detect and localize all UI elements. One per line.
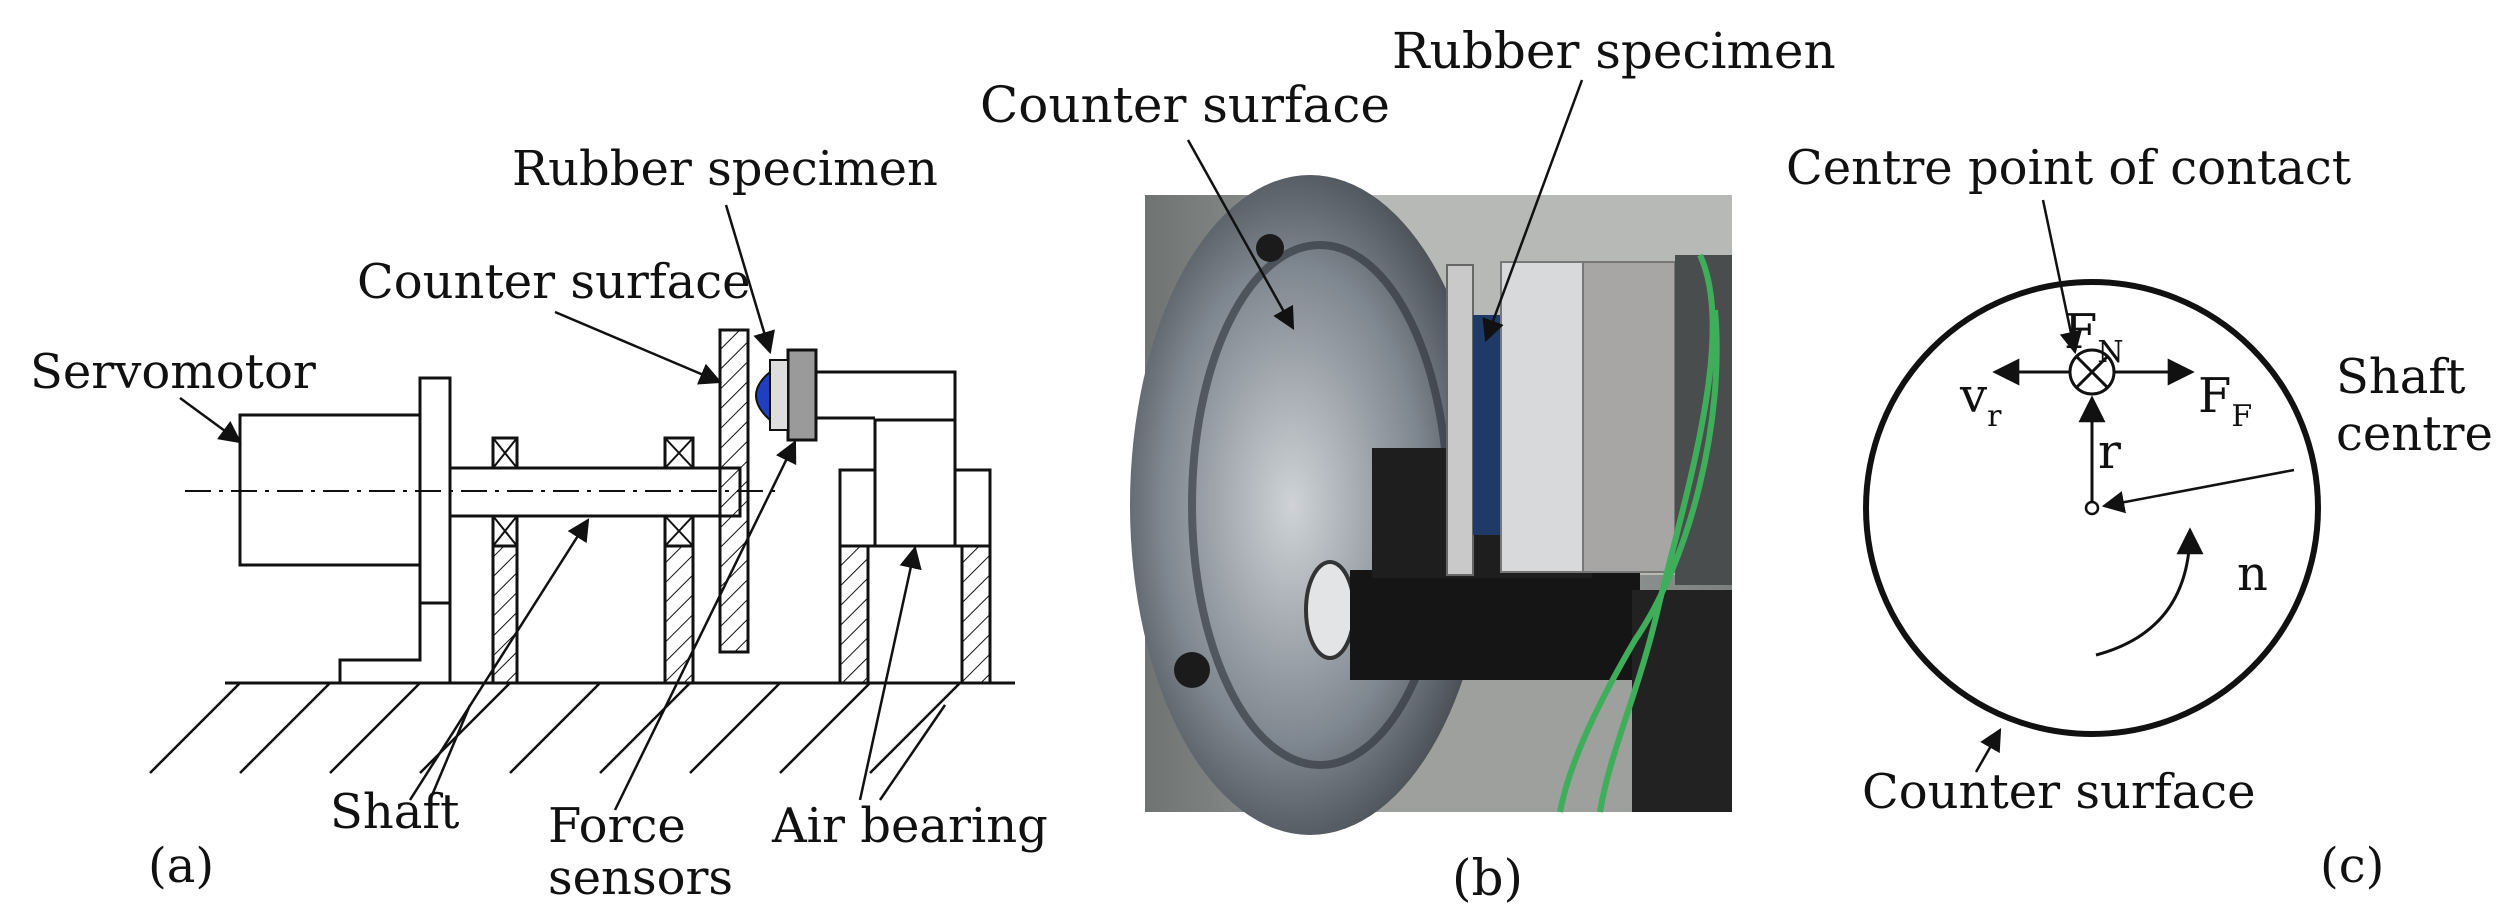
label-n: n — [2237, 546, 2268, 602]
force-sensor-block — [786, 348, 818, 442]
caption-b: (b) — [1452, 849, 1523, 907]
photo-cable-2 — [1557, 309, 1720, 813]
label-ff: FF — [2198, 368, 2252, 434]
photo-cable-1 — [1597, 253, 1716, 813]
label-rubber-specimen-b: Rubber specimen — [1392, 22, 1836, 80]
panel-a-leaders — [179, 204, 947, 811]
caption-c: (c) — [2320, 838, 2384, 894]
photo-aluminium-block — [1500, 261, 1584, 573]
label-centre-point: Centre point of contact — [1786, 140, 2351, 196]
panel-a-schematic — [149, 328, 1015, 774]
panel-b-leaders — [1186, 79, 1584, 343]
air-bearing-leg-2 — [960, 544, 992, 685]
carriage-block — [873, 418, 957, 548]
label-r: r — [2098, 424, 2121, 480]
carriage-arm — [816, 370, 957, 420]
label-counter-surface-c: Counter surface — [1862, 764, 2256, 820]
rotation-arrow — [2095, 527, 2204, 657]
label-counter-surface-a: Counter surface — [357, 254, 751, 310]
shaft-centre-point — [2084, 500, 2100, 516]
label-force-sensors-2: sensors — [548, 850, 733, 906]
photo-specimen — [1473, 315, 1501, 535]
label-shaft-centre-2: centre — [2336, 406, 2493, 462]
label-rubber-specimen-a: Rubber specimen — [512, 141, 938, 197]
label-fn: FN — [2064, 304, 2124, 370]
label-shaft: Shaft — [330, 784, 459, 840]
counter-surface-circle — [1863, 279, 2321, 737]
label-vr: vr — [1959, 368, 2002, 434]
air-bearing-leg-1 — [838, 544, 870, 685]
label-servomotor: Servomotor — [30, 344, 316, 400]
motor-foot — [338, 603, 422, 683]
label-shaft-centre-1: Shaft — [2336, 349, 2465, 405]
panel-b-photo — [1130, 175, 1732, 835]
label-air-bearing: Air bearing — [771, 798, 1048, 854]
support-2-leg — [663, 544, 695, 685]
specimen-holder — [769, 359, 789, 431]
counter-surface-disc — [718, 328, 750, 654]
panel-c-diagram — [1863, 199, 2321, 773]
support-1-leg — [491, 544, 519, 685]
photo-black-arm — [1350, 570, 1640, 680]
photo-plate — [1446, 264, 1474, 576]
photo-gray-block — [1582, 261, 1676, 573]
caption-a: (a) — [148, 838, 214, 894]
rubber-specimen — [755, 369, 771, 423]
label-counter-surface-b: Counter surface — [980, 76, 1390, 134]
ground-hatching — [149, 682, 961, 774]
